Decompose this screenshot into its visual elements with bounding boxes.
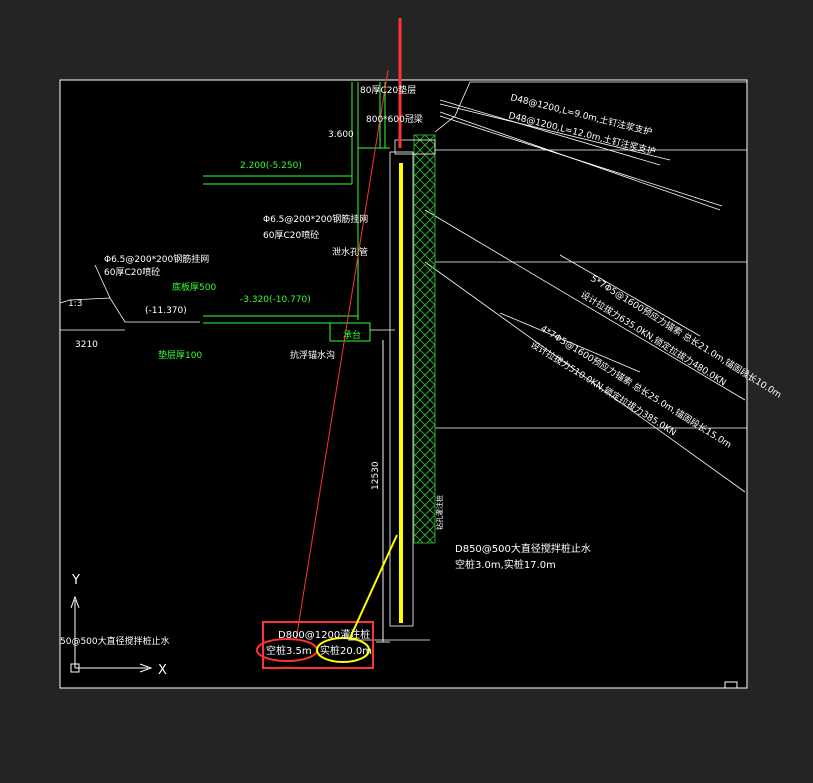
yellow-solid-pile-ellipse — [316, 637, 370, 663]
label-axis-x: X — [158, 663, 167, 678]
label-drain-pipe: 泄水孔管 — [332, 246, 368, 258]
label-anti-float: 抗浮锚水沟 — [290, 349, 335, 361]
label-elev-3600: 3.600 — [328, 130, 354, 140]
reinforcement-cage — [399, 163, 403, 623]
label-cutoff-2: 空桩3.0m,实桩17.0m — [455, 558, 556, 571]
label-mesh-upper-1: Φ6.5@200*200钢筋挂网 — [263, 213, 368, 225]
yellow-leader-line — [349, 534, 398, 639]
label-pile-note: 钻孔灌注桩 — [435, 495, 444, 530]
label-dim-12530: 12530 — [371, 461, 381, 490]
label-floor-500: 底板厚500 — [172, 281, 216, 293]
label-left-cutoff: 50@500大直径搅拌桩止水 — [60, 635, 170, 647]
drawing-canvas — [59, 79, 748, 689]
label-axis-y: Y — [71, 573, 80, 588]
red-leader-line — [295, 69, 389, 641]
label-empty-pile: 空桩3.5m — [266, 644, 312, 657]
red-highlight-box — [262, 621, 374, 669]
label-top-cap: 80厚C20垫层 — [360, 84, 416, 96]
label-elev-11370: (-11.370) — [145, 306, 187, 316]
label-mesh-left-1: Φ6.5@200*200钢筋挂网 — [104, 253, 209, 265]
corner-mark — [724, 681, 738, 689]
label-cap: 承台 — [343, 329, 361, 341]
slope-lines — [424, 81, 747, 493]
left-ground — [59, 264, 200, 331]
axis-indicator — [70, 595, 153, 673]
label-mesh-left-2: 60厚C20喷砼 — [104, 266, 160, 278]
label-solid-pile: 实桩20.0m — [320, 644, 372, 657]
label-cutoff-1: D850@500大直径搅拌桩止水 — [455, 542, 591, 555]
label-elev-3320: -3.320(-10.770) — [240, 295, 311, 305]
label-cushion-100: 垫层厚100 — [158, 349, 202, 361]
label-crown-beam: 800*600冠梁 — [366, 113, 423, 125]
label-elev-2200: 2.200(-5.250) — [240, 161, 302, 171]
label-slope-ratio: 1:3 — [68, 299, 82, 309]
label-pile-spec: D800@1200灌注桩 — [278, 628, 370, 641]
cutoff-wall-hatch — [413, 134, 436, 544]
basement-structure — [203, 82, 390, 342]
label-mesh-upper-2: 60厚C20喷砼 — [263, 229, 319, 241]
label-dim-3210: 3210 — [75, 340, 98, 350]
